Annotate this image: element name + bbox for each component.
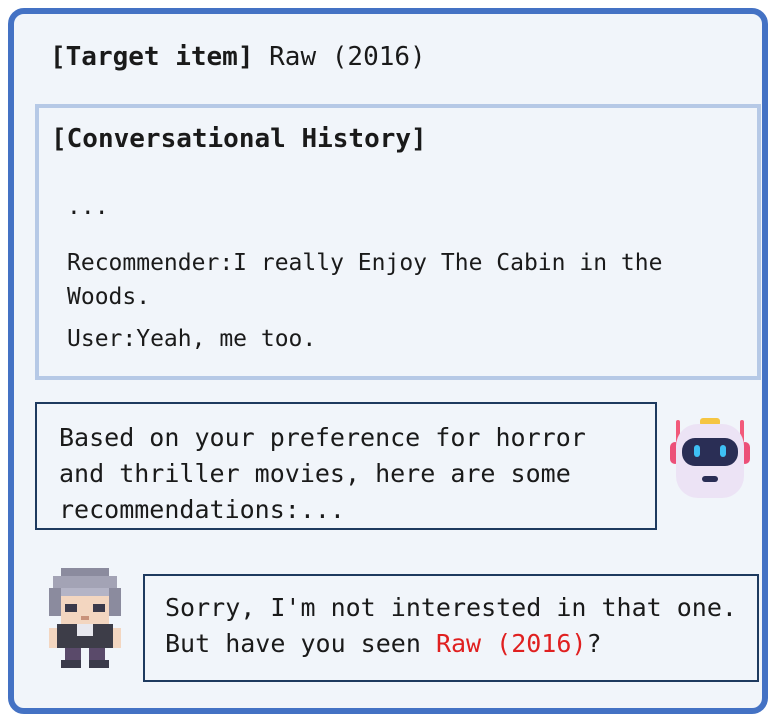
target-item: [Target item] Raw (2016) [50,42,426,72]
user-message-bubble: Sorry, I'm not interested in that one. B… [143,574,759,682]
bot-message-text: Based on your preference for horror and … [59,423,586,524]
history-lines: ... Recommender:I really Enjoy The Cabin… [67,190,747,356]
user-message-after: ? [586,629,602,658]
user-message-before: Sorry, I'm not interested in that one. B… [165,593,737,658]
bot-message-bubble: Based on your preference for horror and … [35,402,657,530]
robot-icon [670,418,750,498]
history-title: [Conversational History] [51,124,427,154]
history-line-ellipsis: ... [67,194,109,220]
target-item-value: Raw (2016) [269,42,426,72]
conversation-history-panel: [Conversational History] ... Recommender… [35,104,761,380]
target-item-label: [Target item] [50,42,254,72]
user-message-highlight: Raw (2016) [435,629,587,658]
user-message-text: Sorry, I'm not interested in that one. B… [165,590,750,662]
history-line-user: User:Yeah, me too. [67,326,317,352]
history-line-recommender: Recommender:I really Enjoy The Cabin in … [67,250,663,310]
user-avatar-icon [49,568,121,668]
